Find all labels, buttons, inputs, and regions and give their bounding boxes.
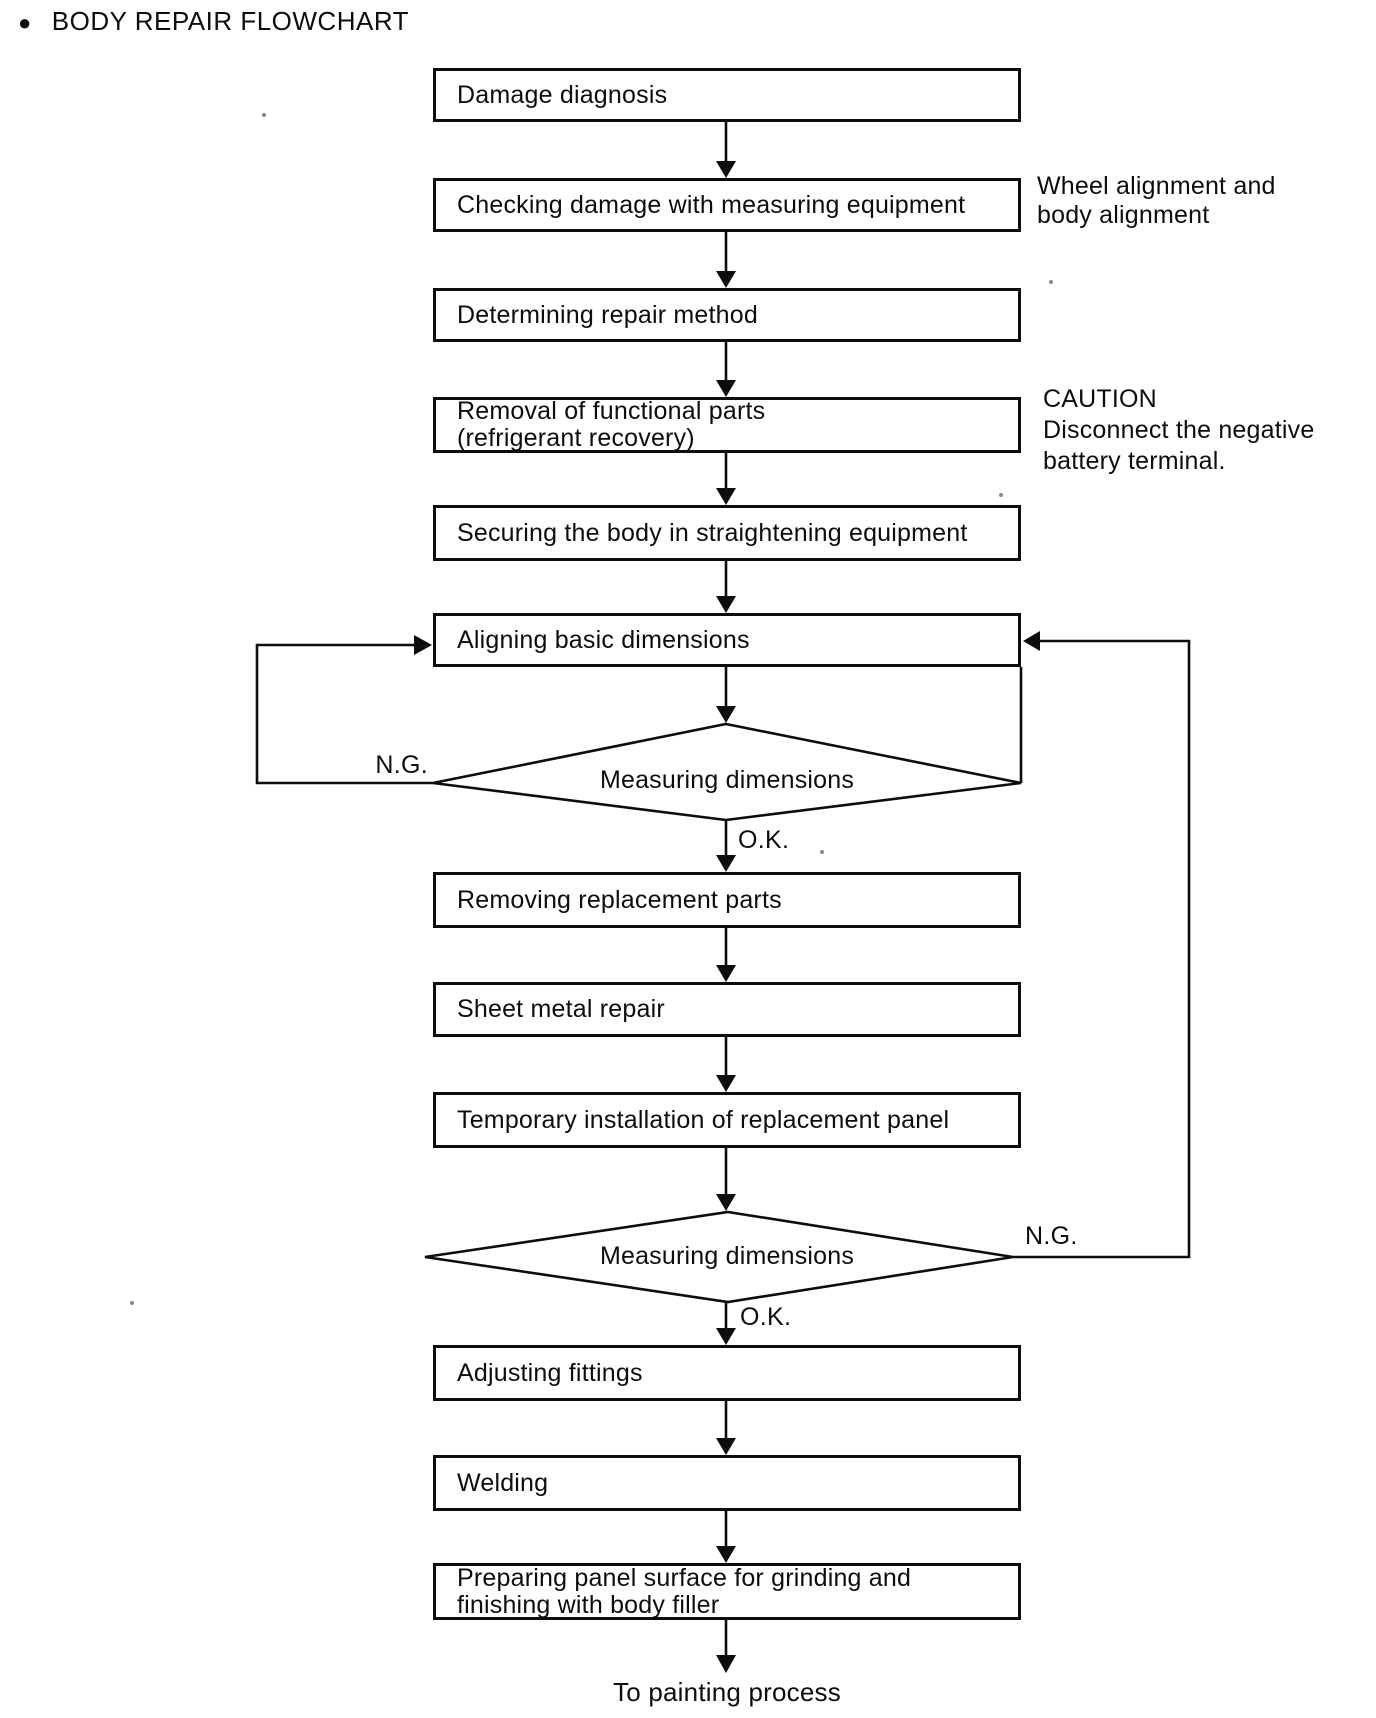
bullet-icon: ● bbox=[18, 9, 32, 35]
decision-label-measuring-dimensions-2: Measuring dimensions bbox=[599, 1242, 855, 1270]
arrowhead-down-9 bbox=[716, 1075, 736, 1092]
scan-speck bbox=[1049, 280, 1053, 284]
arrowhead-down-5 bbox=[716, 596, 736, 613]
process-box-checking-damage: Checking damage with measuring equipment bbox=[433, 178, 1021, 232]
arrowhead-down-1 bbox=[716, 161, 736, 178]
arrowhead-down-3 bbox=[716, 380, 736, 397]
scan-speck bbox=[820, 850, 824, 854]
decision-diamond-measuring-1 bbox=[432, 722, 1022, 822]
arrowhead-down-14 bbox=[716, 1655, 736, 1673]
process-label: Checking damage with measuring equipment bbox=[457, 190, 966, 219]
terminal-to-painting-process: To painting process bbox=[613, 1677, 841, 1707]
process-box-removal-functional-parts: Removal of functional parts (refrigerant… bbox=[433, 397, 1021, 453]
page-title: ● BODY REPAIR FLOWCHART bbox=[18, 6, 409, 37]
arrowhead-down-11 bbox=[716, 1328, 736, 1345]
annotation-line: Wheel alignment and bbox=[1037, 172, 1276, 200]
ng-loop-left bbox=[255, 643, 433, 785]
process-label-line2: finishing with body filler bbox=[457, 1590, 720, 1619]
arrowhead-down-8 bbox=[716, 965, 736, 982]
decision-label-measuring-dimensions-1: Measuring dimensions bbox=[599, 766, 855, 794]
annotation-line: Disconnect the negative bbox=[1043, 416, 1315, 444]
arrowhead-down-10 bbox=[716, 1194, 736, 1211]
process-box-securing-body: Securing the body in straightening equip… bbox=[433, 505, 1021, 561]
scan-speck bbox=[999, 493, 1003, 497]
process-box-damage-diagnosis: Damage diagnosis bbox=[433, 68, 1021, 122]
edge-label-ok-1: O.K. bbox=[738, 826, 790, 854]
annotation-caution: CAUTION Disconnect the negative battery … bbox=[1043, 384, 1314, 477]
scan-speck bbox=[130, 1301, 134, 1305]
process-label: Determining repair method bbox=[457, 300, 758, 329]
process-label: Temporary installation of replacement pa… bbox=[457, 1105, 950, 1134]
process-box-determining-repair-method: Determining repair method bbox=[433, 288, 1021, 342]
page-title-text: BODY REPAIR FLOWCHART bbox=[51, 6, 410, 36]
process-label-line2: (refrigerant recovery) bbox=[457, 424, 695, 452]
process-label: Damage diagnosis bbox=[457, 80, 668, 109]
process-box-welding: Welding bbox=[433, 1455, 1021, 1511]
process-box-preparing-panel-surface: Preparing panel surface for grinding and… bbox=[433, 1563, 1021, 1620]
process-label-line1: Removal of functional parts bbox=[457, 397, 766, 425]
edge-label-ng-2: N.G. bbox=[1025, 1222, 1078, 1250]
annotation-wheel-alignment: Wheel alignment and body alignment bbox=[1037, 172, 1276, 230]
process-box-removing-replacement-parts: Removing replacement parts bbox=[433, 872, 1021, 928]
arrowhead-down-13 bbox=[716, 1546, 736, 1563]
process-label: Adjusting fittings bbox=[457, 1358, 643, 1387]
ng-loop-right bbox=[1013, 639, 1191, 1259]
annotation-line: body alignment bbox=[1037, 201, 1210, 229]
arrowhead-down-12 bbox=[716, 1438, 736, 1455]
process-box-adjusting-fittings: Adjusting fittings bbox=[433, 1345, 1021, 1401]
scan-speck bbox=[262, 113, 266, 117]
arrowhead-down-6 bbox=[716, 706, 736, 723]
annotation-line: CAUTION bbox=[1043, 385, 1157, 413]
arrowhead-down-2 bbox=[716, 271, 736, 288]
edge-label-ok-2: O.K. bbox=[740, 1303, 792, 1331]
process-box-temporary-installation: Temporary installation of replacement pa… bbox=[433, 1092, 1021, 1148]
process-label: Sheet metal repair bbox=[457, 995, 665, 1023]
process-label: Welding bbox=[457, 1468, 549, 1497]
annotation-line: battery terminal. bbox=[1043, 447, 1226, 475]
arrowhead-right-ng1 bbox=[414, 635, 432, 655]
process-label: Removing replacement parts bbox=[457, 885, 782, 914]
process-label: Securing the body in straightening equip… bbox=[457, 518, 968, 547]
edge-label-ng-1: N.G. bbox=[375, 751, 428, 779]
arrowhead-left-ng2 bbox=[1023, 631, 1040, 651]
decision-diamond-measuring-2 bbox=[424, 1210, 1014, 1304]
process-box-sheet-metal-repair: Sheet metal repair bbox=[433, 982, 1021, 1037]
process-label: Aligning basic dimensions bbox=[457, 625, 750, 654]
arrowhead-down-4 bbox=[716, 488, 736, 505]
process-box-aligning-basic-dimensions: Aligning basic dimensions bbox=[433, 613, 1021, 667]
arrowhead-down-7 bbox=[716, 855, 736, 872]
process-label-line1: Preparing panel surface for grinding and bbox=[457, 1563, 912, 1592]
